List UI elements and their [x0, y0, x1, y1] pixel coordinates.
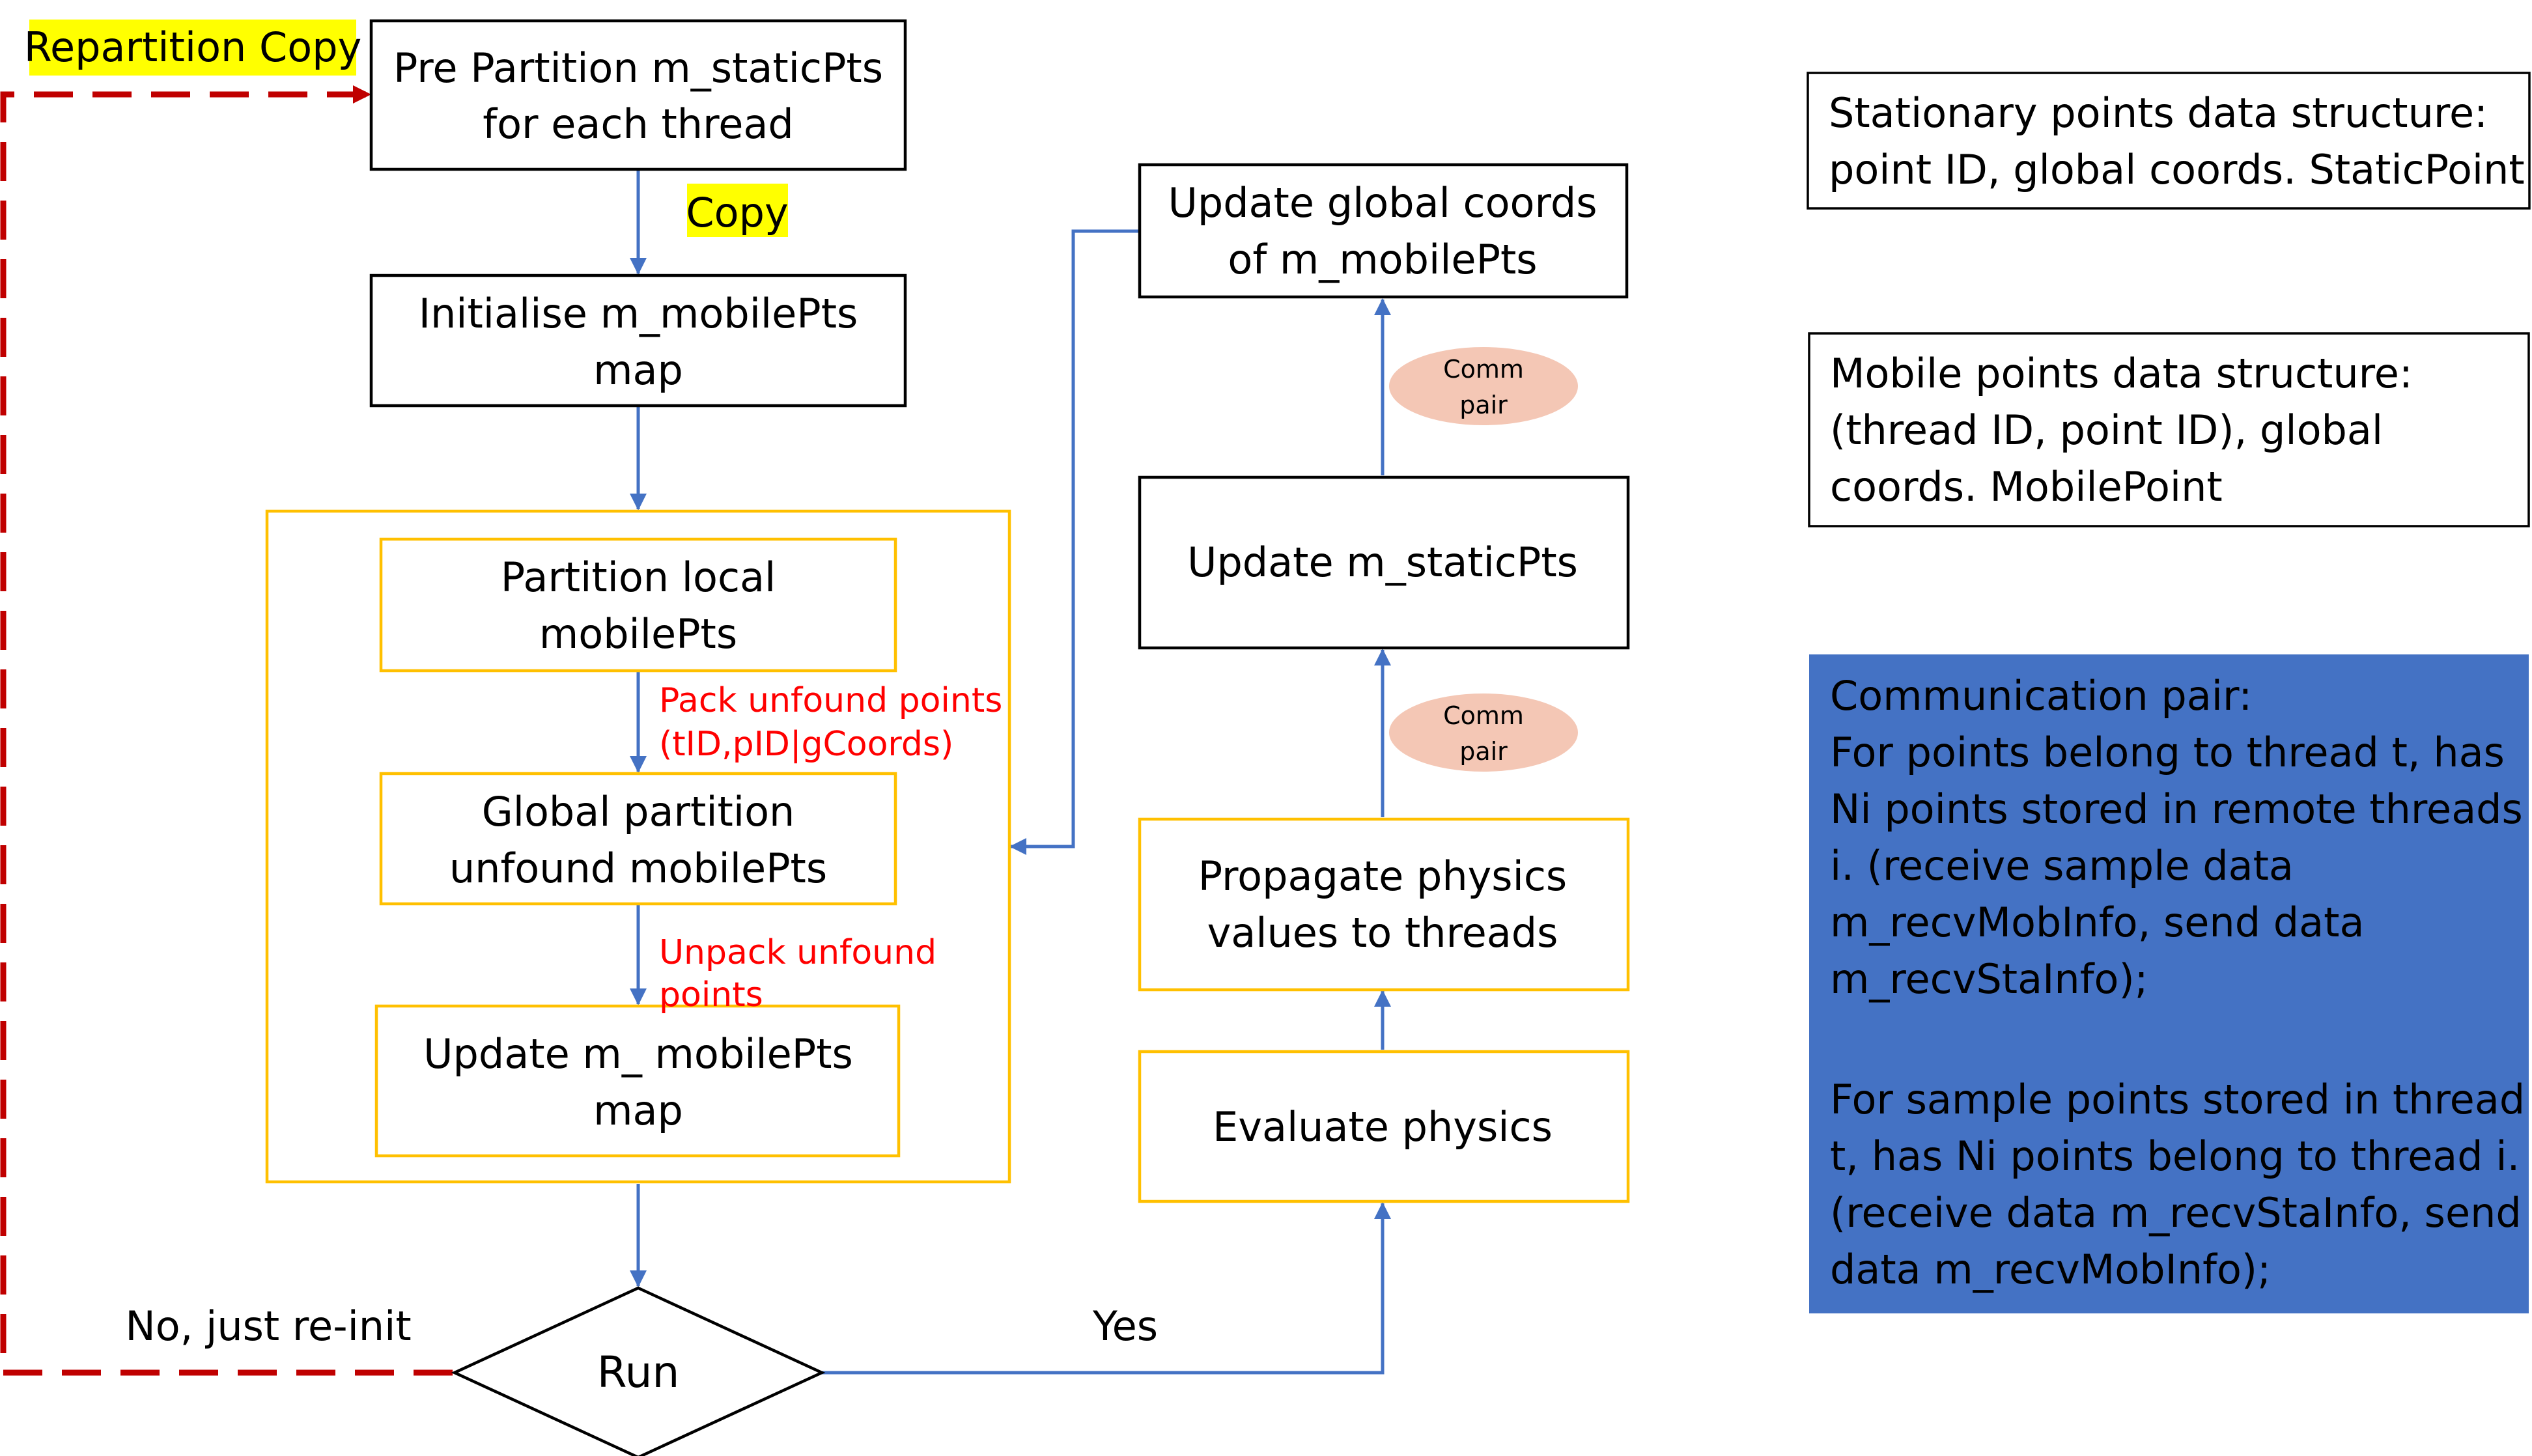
propagate-physics-line1: Propagate physics: [1198, 852, 1567, 900]
comm-pair-top-line1: Comm: [1443, 355, 1524, 384]
unpack-unfound-line1: Unpack unfound: [659, 933, 936, 972]
mobile-info-line3: coords. MobilePoint: [1830, 463, 2223, 511]
update-mobile-map-line1: Update m_ mobilePts: [423, 1030, 853, 1078]
update-static-label: Update m_staticPts: [1187, 539, 1578, 586]
comm-info-line2: For points belong to thread t, has: [1830, 729, 2505, 776]
update-global-coords-line2: of m_mobilePts: [1228, 236, 1537, 283]
init-mobile-line2: map: [593, 346, 683, 394]
comm-info-line5: m_recvMobInfo, send data: [1830, 899, 2364, 946]
update-global-coords-line1: Update global coords: [1168, 179, 1597, 227]
communication-pair-info-box: Communication pair: For points belong to…: [1809, 654, 2529, 1313]
evaluate-physics-box: Evaluate physics: [1138, 1050, 1630, 1203]
pre-partition-line1: Pre Partition m_staticPts: [393, 44, 883, 92]
comm-pair-bottom-line2: pair: [1459, 737, 1508, 766]
comm-pair-top-line2: pair: [1459, 391, 1508, 419]
partition-group-container: [265, 509, 1011, 1184]
run-label: Run: [597, 1347, 680, 1397]
global-partition-line1: Global partition: [482, 788, 795, 835]
pre-partition-line2: for each thread: [483, 100, 793, 148]
mobile-points-info-box: Mobile points data structure: (thread ID…: [1808, 332, 2530, 527]
comm-info-line7: For sample points stored in thread: [1830, 1076, 2525, 1123]
global-partition-line2: unfound mobilePts: [449, 845, 827, 892]
stationary-info-line2: point ID, global coords. StaticPoint: [1829, 146, 2525, 193]
repartition-copy-label: Repartition Copy: [24, 20, 362, 76]
comm-info-line1: Communication pair:: [1830, 672, 2252, 720]
global-partition-box: Global partition unfound mobilePts: [379, 772, 897, 906]
run-decision-diamond: Run: [451, 1286, 826, 1456]
comm-info-line6: m_recvStaInfo);: [1830, 955, 2148, 1003]
pack-unfound-line1: Pack unfound points: [659, 681, 1002, 720]
update-global-coords-box: Update global coords of m_mobilePts: [1138, 163, 1629, 299]
update-static-box: Update m_staticPts: [1138, 475, 1630, 650]
mobile-info-line2: (thread ID, point ID), global: [1830, 406, 2383, 454]
partition-local-line1: Partition local: [501, 553, 776, 601]
propagate-physics-box: Propagate physics values to threads: [1138, 817, 1630, 992]
update-mobile-map-line2: map: [593, 1087, 683, 1134]
dashed-loop-arrow: [0, 85, 453, 1376]
comm-info-line8: t, has Ni points belong to thread i.: [1830, 1132, 2520, 1180]
stationary-info-line1: Stationary points data structure:: [1829, 89, 2488, 137]
pack-unfound-line2: (tID,pID|gCoords): [659, 725, 953, 764]
connectors: [630, 171, 1391, 1375]
propagate-physics-line2: values to threads: [1207, 909, 1558, 957]
comm-pair-ellipse-top: Comm pair: [1389, 347, 1578, 425]
mobile-info-line1: Mobile points data structure:: [1830, 350, 2413, 397]
init-mobile-line1: Initialise m_mobilePts: [419, 290, 858, 337]
evaluate-physics-label: Evaluate physics: [1213, 1103, 1553, 1151]
stationary-points-info-box: Stationary points data structure: point …: [1807, 72, 2531, 210]
comm-info-line10: data m_recvMobInfo);: [1830, 1246, 2271, 1293]
update-mobile-map-box: Update m_ mobilePts map: [374, 1004, 901, 1158]
yes-label: Yes: [1092, 1302, 1158, 1350]
arrow-global-coords-to-group: [1009, 229, 1138, 855]
comm-info-line9: (receive data m_recvStaInfo, send: [1830, 1189, 2522, 1237]
pre-partition-box: Pre Partition m_staticPts for each threa…: [369, 19, 907, 171]
comm-pair-ellipse-bottom: Comm pair: [1389, 693, 1578, 772]
comm-info-line3: Ni points stored in remote threads: [1830, 785, 2523, 833]
partition-local-line2: mobilePts: [539, 610, 737, 658]
arrow-run-yes-to-evaluate: [822, 1202, 1391, 1375]
copy-text: Copy: [686, 189, 788, 236]
no-reinit-label: No, just re-init: [125, 1302, 411, 1350]
init-mobile-box: Initialise m_mobilePts map: [369, 273, 907, 408]
repartition-copy-text: Repartition Copy: [24, 23, 362, 71]
partition-local-box: Partition local mobilePts: [379, 537, 897, 673]
comm-info-line4: i. (receive sample data: [1830, 842, 2294, 889]
unpack-unfound-line2: points: [659, 975, 763, 1015]
comm-pair-bottom-line1: Comm: [1443, 701, 1524, 730]
copy-label: Copy: [686, 184, 789, 237]
